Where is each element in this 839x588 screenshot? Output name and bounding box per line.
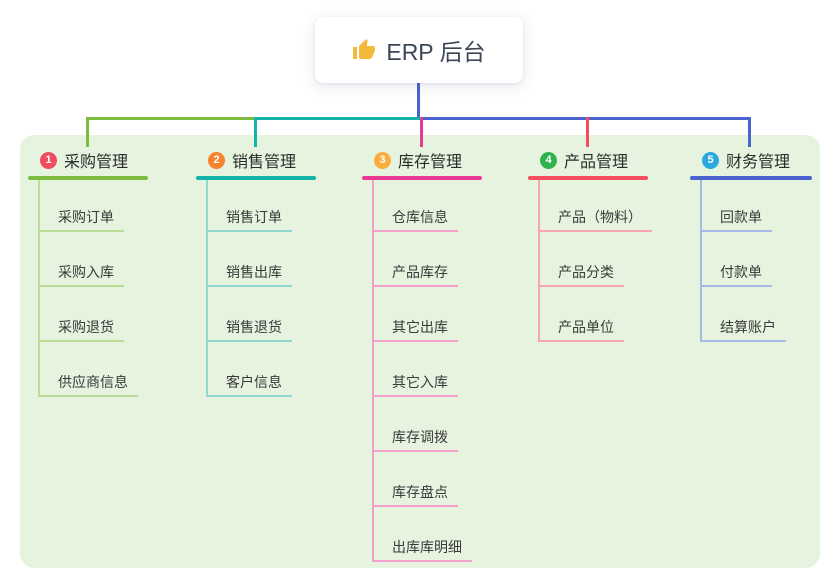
branch-underline [362, 176, 482, 180]
connector-line [748, 117, 751, 147]
branch-5: 5 财务管理回款单付款单结算账户 [690, 146, 812, 342]
branch-number-badge: 5 [702, 151, 719, 169]
child-node[interactable]: 销售订单 [206, 209, 292, 232]
branch-title: 财务管理 [726, 154, 791, 171]
child-node[interactable]: 产品单位 [538, 319, 624, 342]
root-node[interactable]: ERP 后台 [315, 17, 523, 83]
child-node[interactable]: 其它入库 [372, 374, 458, 397]
branch-number-badge: 4 [540, 151, 557, 169]
branch-4: 4 产品管理产品（物料） 产品分类产品单位 [528, 146, 652, 342]
child-node[interactable]: 采购入库 [38, 264, 124, 287]
thumbs-up-icon [352, 38, 376, 62]
child-node[interactable]: 销售出库 [206, 264, 292, 287]
child-node[interactable]: 采购订单 [38, 209, 124, 232]
branch-title: 库存管理 [398, 154, 463, 171]
root-title: ERP 后台 [386, 39, 486, 65]
branches-panel [20, 135, 820, 568]
connector-line [420, 117, 748, 120]
child-node[interactable]: 库存调拨 [372, 429, 458, 452]
child-node[interactable]: 采购退货 [38, 319, 124, 342]
connector-line [417, 83, 420, 120]
branch-underline [690, 176, 812, 180]
branch-stem-line [206, 180, 208, 397]
branch-node[interactable]: 3 库存管理 [362, 146, 482, 174]
child-node[interactable]: 产品（物料） [538, 209, 652, 232]
child-node[interactable]: 库存盘点 [372, 484, 458, 507]
branch-node[interactable]: 5 财务管理 [690, 146, 810, 174]
child-node[interactable]: 付款单 [700, 264, 772, 287]
child-node[interactable]: 产品分类 [538, 264, 624, 287]
child-node[interactable]: 出库库明细 [372, 539, 472, 562]
child-node[interactable]: 客户信息 [206, 374, 292, 397]
branch-2: 2 销售管理销售订单销售出库销售退货客户信息 [196, 146, 316, 397]
branch-stem-line [538, 180, 540, 342]
child-node[interactable]: 结算账户 [700, 319, 786, 342]
branch-number-badge: 1 [40, 151, 57, 169]
connector-line [86, 117, 420, 120]
connector-line [586, 117, 589, 147]
connector-line [254, 117, 257, 147]
branch-title: 销售管理 [232, 154, 297, 171]
branch-stem-line [38, 180, 40, 397]
branch-number-badge: 3 [374, 151, 391, 169]
connector-line [254, 117, 420, 120]
child-node[interactable]: 回款单 [700, 209, 772, 232]
child-node[interactable]: 其它出库 [372, 319, 458, 342]
child-node[interactable]: 销售退货 [206, 319, 292, 342]
connector-line [86, 117, 89, 147]
child-node[interactable]: 供应商信息 [38, 374, 138, 397]
branch-stem-line [700, 180, 702, 342]
branch-underline [528, 176, 648, 180]
branch-number-badge: 2 [208, 151, 225, 169]
connector-line [420, 117, 423, 147]
branch-underline [28, 176, 148, 180]
branch-title: 产品管理 [564, 154, 629, 171]
branch-node[interactable]: 4 产品管理 [528, 146, 648, 174]
branch-title: 采购管理 [64, 154, 129, 171]
child-node[interactable]: 产品库存 [372, 264, 458, 287]
branch-underline [196, 176, 316, 180]
child-node[interactable]: 仓库信息 [372, 209, 458, 232]
branch-3: 3 库存管理仓库信息产品库存其它出库其它入库库存调拨库存盘点出库库明细 [362, 146, 482, 562]
branch-node[interactable]: 2 销售管理 [196, 146, 316, 174]
branch-1: 1 采购管理采购订单采购入库采购退货供应商信息 [28, 146, 148, 397]
branch-stem-line [372, 180, 374, 562]
branch-node[interactable]: 1 采购管理 [28, 146, 148, 174]
